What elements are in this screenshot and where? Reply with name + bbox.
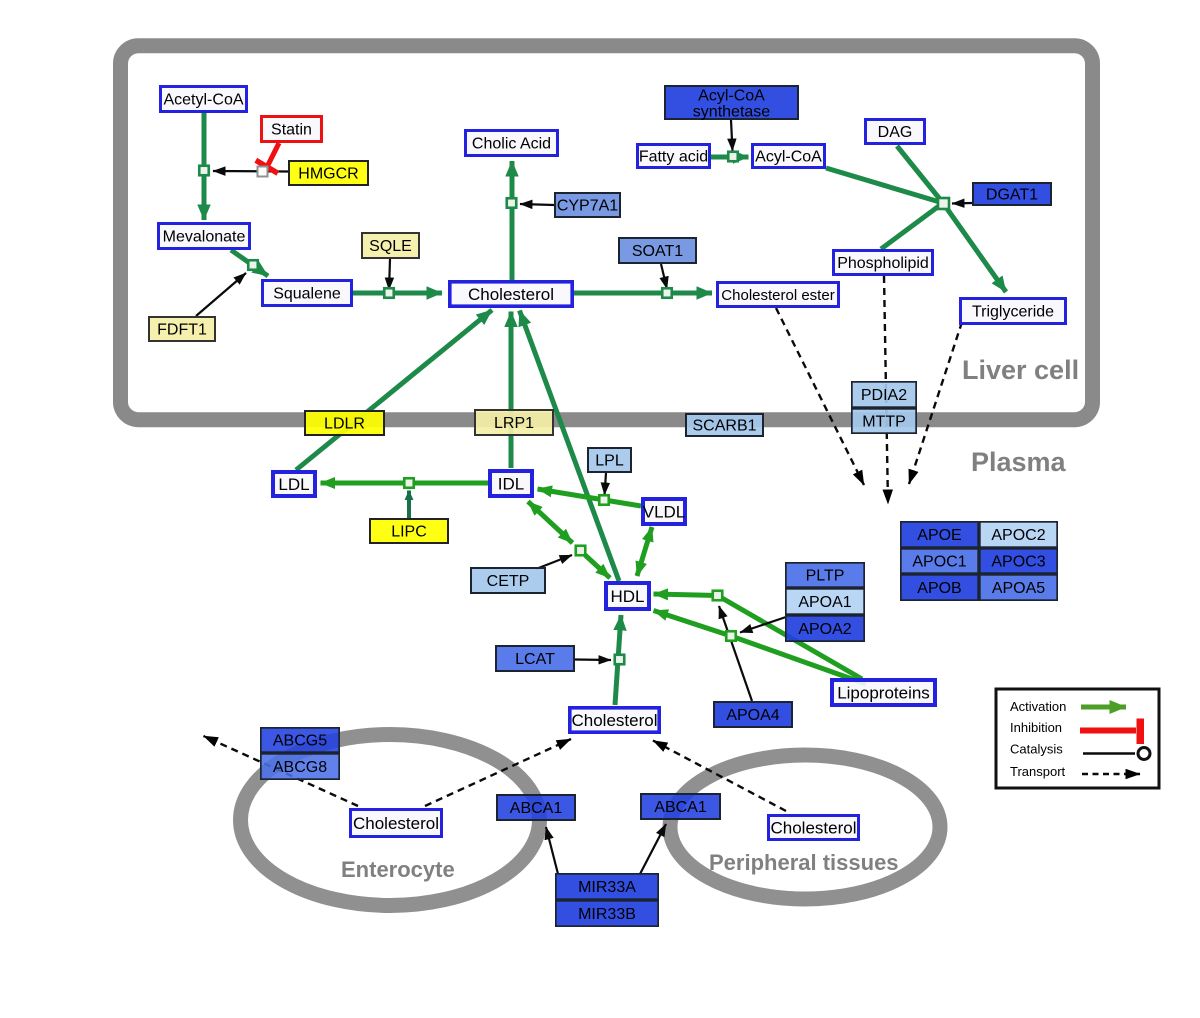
- svg-text:Cholic Acid: Cholic Acid: [472, 136, 551, 153]
- svg-text:Plasma: Plasma: [971, 447, 1067, 477]
- svg-text:Mevalonate: Mevalonate: [163, 229, 246, 246]
- svg-text:LPL: LPL: [595, 453, 624, 470]
- svg-text:synthetase: synthetase: [693, 104, 770, 121]
- svg-text:Acyl-CoA: Acyl-CoA: [698, 88, 765, 105]
- svg-text:CYP7A1: CYP7A1: [557, 198, 618, 215]
- svg-text:Fatty acid: Fatty acid: [639, 149, 708, 166]
- svg-text:ABCG5: ABCG5: [273, 733, 327, 750]
- svg-text:MIR33B: MIR33B: [578, 906, 636, 923]
- svg-text:DAG: DAG: [878, 124, 913, 141]
- svg-text:LCAT: LCAT: [515, 651, 555, 668]
- svg-text:Cholesterol ester: Cholesterol ester: [721, 287, 834, 304]
- svg-text:ABCG8: ABCG8: [273, 759, 327, 776]
- svg-text:HDL: HDL: [610, 587, 644, 606]
- svg-text:Enterocyte: Enterocyte: [341, 857, 455, 882]
- svg-text:APOC3: APOC3: [991, 554, 1045, 571]
- svg-text:APOA1: APOA1: [798, 594, 851, 611]
- svg-text:IDL: IDL: [498, 474, 524, 493]
- svg-text:PLTP: PLTP: [806, 568, 845, 585]
- svg-text:SCARB1: SCARB1: [692, 418, 756, 435]
- svg-text:APOA2: APOA2: [798, 621, 851, 638]
- svg-text:ABCA1: ABCA1: [654, 799, 707, 816]
- svg-text:DGAT1: DGAT1: [986, 187, 1038, 204]
- svg-text:APOA5: APOA5: [992, 580, 1045, 597]
- svg-text:Acyl-CoA: Acyl-CoA: [755, 149, 822, 166]
- svg-text:SOAT1: SOAT1: [632, 243, 683, 260]
- svg-text:LDL: LDL: [278, 475, 309, 494]
- svg-text:Liver cell: Liver cell: [962, 355, 1079, 385]
- svg-text:LRP1: LRP1: [494, 415, 534, 432]
- svg-text:Peripheral tissues: Peripheral tissues: [709, 850, 899, 875]
- svg-text:Phospholipid: Phospholipid: [837, 255, 929, 272]
- svg-text:CETP: CETP: [487, 573, 530, 590]
- svg-text:Acetyl-CoA: Acetyl-CoA: [163, 92, 243, 109]
- svg-text:ABCA1: ABCA1: [510, 800, 563, 817]
- svg-text:Inhibition: Inhibition: [1010, 720, 1062, 735]
- svg-text:Cholesterol: Cholesterol: [572, 711, 658, 730]
- svg-text:APOC2: APOC2: [991, 527, 1045, 544]
- svg-text:VLDL: VLDL: [643, 502, 686, 521]
- svg-text:APOA4: APOA4: [726, 707, 779, 724]
- svg-text:MTTP: MTTP: [862, 414, 906, 431]
- svg-text:Cholesterol: Cholesterol: [353, 814, 439, 833]
- svg-text:LDLR: LDLR: [324, 416, 365, 433]
- svg-text:Squalene: Squalene: [273, 286, 341, 303]
- svg-text:Activation: Activation: [1010, 699, 1066, 714]
- svg-text:SQLE: SQLE: [369, 238, 412, 255]
- svg-text:MIR33A: MIR33A: [578, 879, 636, 896]
- svg-text:Triglyceride: Triglyceride: [972, 304, 1054, 321]
- svg-text:Cholesterol: Cholesterol: [468, 285, 554, 304]
- svg-text:PDIA2: PDIA2: [861, 387, 907, 404]
- svg-text:Lipoproteins: Lipoproteins: [837, 683, 930, 702]
- svg-text:Statin: Statin: [271, 122, 312, 139]
- svg-text:APOC1: APOC1: [912, 554, 966, 571]
- svg-text:Catalysis: Catalysis: [1010, 742, 1063, 757]
- svg-text:LIPC: LIPC: [391, 524, 427, 541]
- svg-text:Cholesterol: Cholesterol: [771, 818, 857, 837]
- svg-text:FDFT1: FDFT1: [157, 322, 207, 339]
- svg-text:Transport: Transport: [1010, 764, 1066, 779]
- svg-text:APOE: APOE: [917, 527, 961, 544]
- svg-text:APOB: APOB: [917, 580, 961, 597]
- svg-text:HMGCR: HMGCR: [298, 166, 358, 183]
